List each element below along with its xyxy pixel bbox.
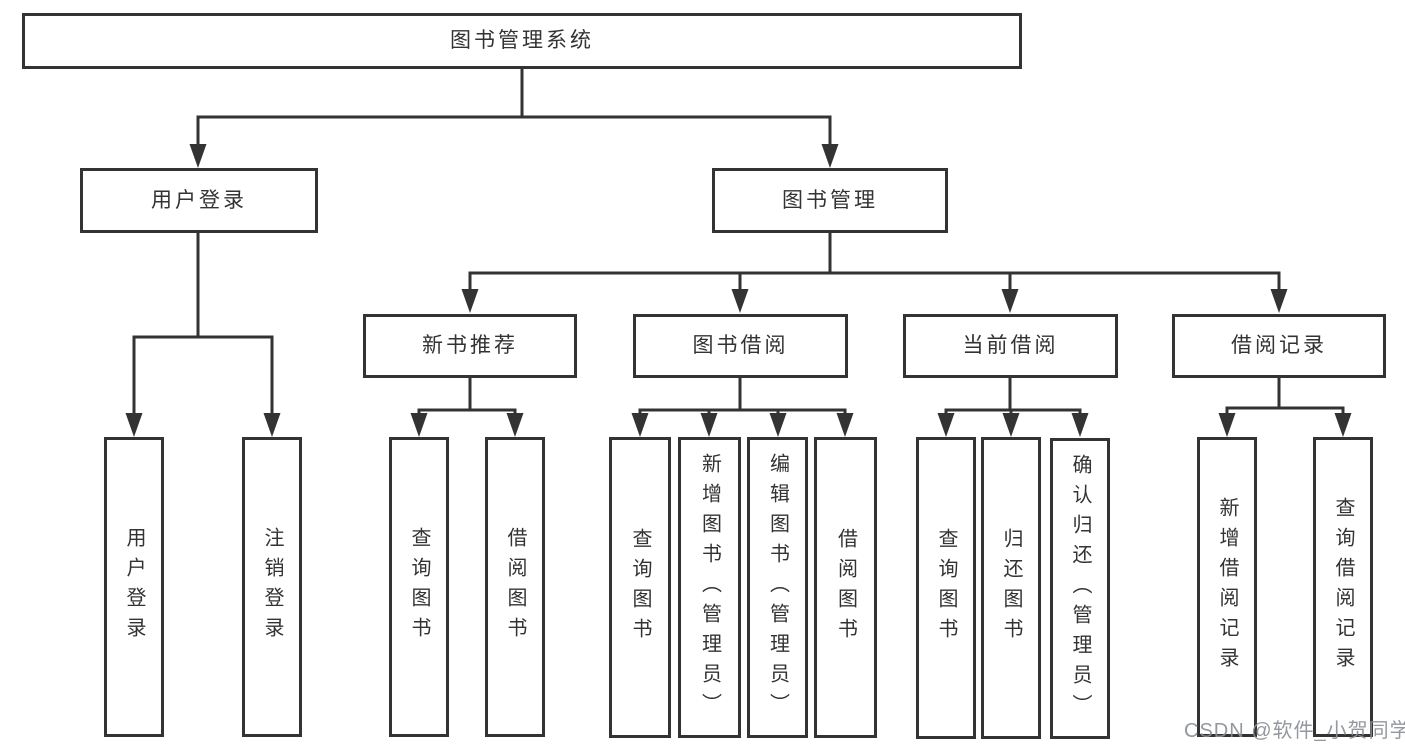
node-label: 用户登录 (123, 527, 145, 647)
leaf-query-books-recommend: 查询图书 (389, 437, 449, 737)
leaf-add-borrow-record: 新增借阅记录 (1197, 437, 1257, 737)
leaf-borrow-book: 借阅图书 (814, 437, 877, 738)
node-label: 编辑图书（管理员） (766, 452, 789, 723)
node-label: 借阅图书 (504, 527, 526, 647)
node-label: 图书借阅 (692, 334, 789, 358)
leaf-confirm-return-admin: 确认归还（管理员） (1050, 438, 1110, 739)
node-current-borrowing: 当前借阅 (903, 314, 1118, 378)
node-label: 新增借阅记录 (1216, 497, 1238, 677)
node-book-borrowing: 图书借阅 (633, 314, 848, 378)
node-user-login: 用户登录 (80, 168, 318, 233)
node-new-book-recommendation: 新书推荐 (363, 314, 577, 378)
node-label: 查询图书 (935, 528, 957, 648)
node-label: 新书推荐 (422, 334, 518, 358)
leaf-logout-login: 注销登录 (242, 437, 302, 737)
leaf-query-borrow-record: 查询借阅记录 (1313, 437, 1373, 737)
node-label: 查询借阅记录 (1332, 497, 1354, 677)
node-book-management: 图书管理 (712, 168, 948, 233)
node-label: 查询图书 (408, 527, 430, 647)
node-label: 借阅图书 (834, 527, 857, 648)
leaf-query-books-borrow: 查询图书 (609, 437, 671, 738)
node-label: 图书管理 (782, 188, 878, 212)
node-label: 新增图书（管理员） (698, 452, 721, 723)
csdn-watermark: CSDN @软件_小贺同学 (1184, 720, 1405, 742)
leaf-borrow-books-recommend: 借阅图书 (485, 437, 545, 737)
leaf-query-books-current: 查询图书 (916, 437, 976, 739)
leaf-edit-book-admin: 编辑图书（管理员） (747, 437, 808, 738)
node-label: 归还图书 (1000, 528, 1022, 648)
node-label: 确认归还（管理员） (1069, 453, 1091, 724)
leaf-add-book-admin: 新增图书（管理员） (678, 437, 741, 738)
node-label: 查询图书 (629, 527, 651, 648)
leaf-return-book: 归还图书 (981, 437, 1041, 739)
node-label: 用户登录 (151, 188, 247, 212)
node-label: 注销登录 (261, 527, 283, 647)
node-label: 当前借阅 (962, 334, 1059, 358)
leaf-user-login: 用户登录 (104, 437, 164, 737)
node-library-management-system: 图书管理系统 (22, 13, 1022, 69)
node-label: 借阅记录 (1231, 334, 1327, 358)
node-borrowing-records: 借阅记录 (1172, 314, 1386, 378)
node-label: 图书管理系统 (450, 29, 594, 53)
